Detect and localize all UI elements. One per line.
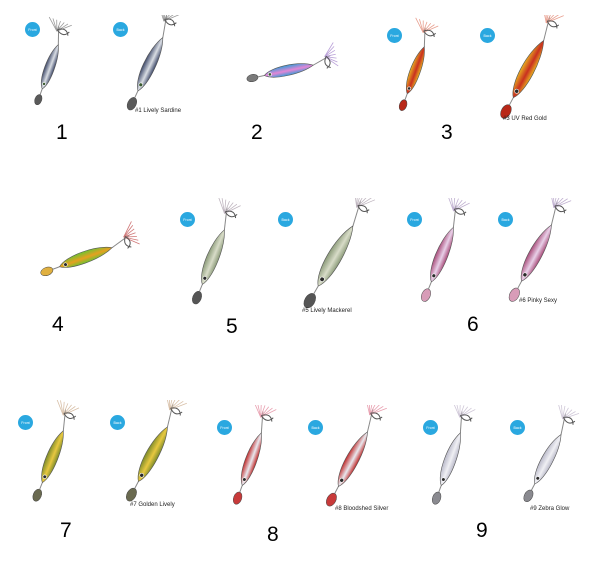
lure-1-back-image — [126, 15, 181, 111]
lure-number: 4 — [52, 313, 64, 336]
back-badge: Back — [278, 212, 293, 227]
lure-4-side-image — [40, 221, 140, 277]
lure-6-back-image — [508, 198, 572, 302]
lure-caption: #3 UV Red Gold — [503, 116, 547, 122]
lure-9-back-image — [523, 405, 580, 503]
lure-3-front-image — [398, 17, 439, 111]
lure-number: 9 — [476, 519, 488, 542]
front-badge: Front — [387, 28, 402, 43]
back-badge: Back — [510, 420, 525, 435]
lure-8-front-image — [232, 405, 277, 505]
front-badge: Front — [25, 22, 40, 37]
lure-number: 7 — [60, 519, 72, 542]
front-badge: Front — [423, 420, 438, 435]
lure-2-side-image — [246, 42, 339, 83]
lure-caption: #1 Lively Sardine — [135, 108, 182, 114]
lure-number: 8 — [267, 523, 279, 546]
lure-caption: #7 Golden Lively — [130, 502, 175, 508]
lure-5-back-image — [303, 198, 376, 309]
front-badge: Front — [18, 415, 33, 430]
lure-7-front-image — [32, 400, 80, 502]
lure-6-front-image — [421, 198, 470, 302]
lure-caption: #6 Pinky Sexy — [519, 298, 558, 304]
back-badge: Back — [110, 415, 125, 430]
lure-number: 5 — [226, 315, 238, 338]
lure-3-back-image — [500, 15, 564, 119]
lure-number: 3 — [441, 121, 453, 144]
lure-9-front-image — [431, 405, 476, 505]
lure-number: 6 — [467, 313, 479, 336]
lure-caption: #5 Lively Mackerel — [302, 308, 352, 314]
lure-5-front-image — [192, 198, 241, 305]
back-badge: Back — [480, 28, 495, 43]
front-badge: Front — [217, 420, 232, 435]
lure-1-front-image — [34, 16, 72, 106]
lure-8-back-image — [326, 405, 387, 507]
lure-caption: #9 Zebra Glow — [530, 506, 570, 512]
front-badge: Front — [407, 212, 422, 227]
lure-caption: #8 Bloodshed Silver — [335, 506, 389, 512]
back-badge: Back — [498, 212, 513, 227]
lure-7-back-image — [126, 400, 187, 502]
back-badge: Back — [308, 420, 323, 435]
lure-number: 2 — [251, 121, 263, 144]
back-badge: Back — [113, 22, 128, 37]
lure-number: 1 — [56, 121, 68, 144]
front-badge: Front — [180, 212, 195, 227]
